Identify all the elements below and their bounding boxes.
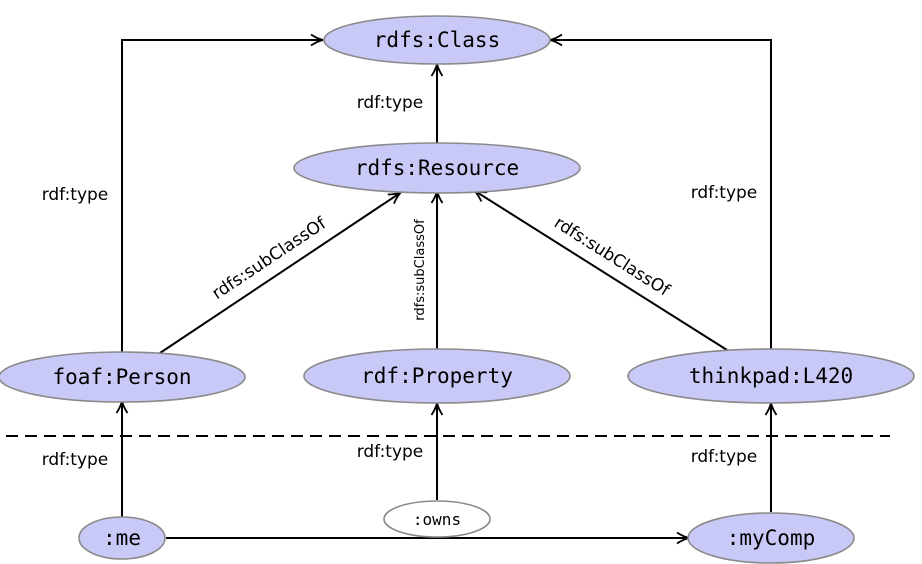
edge-label-me-type: rdf:type: [42, 450, 109, 470]
edge-thinkpad-to-class: [549, 33, 772, 350]
node-rdfs-class: rdfs:Class: [323, 15, 551, 65]
node-mycomp: :myComp: [687, 512, 855, 564]
edge-person-to-class: [121, 33, 324, 352]
edge-thinkpad-subclass-resource: [473, 189, 728, 351]
node-label: :myComp: [727, 526, 816, 550]
node-label: rdf:Property: [361, 364, 513, 388]
node-label: rdfs:Resource: [355, 156, 519, 180]
node-owns: :owns: [383, 500, 491, 538]
edge-label-mycomp-type: rdf:type: [691, 447, 758, 467]
node-rdfs-resource: rdfs:Resource: [293, 142, 581, 194]
node-label: thinkpad:L420: [689, 364, 853, 388]
node-label: foaf:Person: [52, 365, 191, 389]
edge-label-person-subclass: rdfs:subClassOf: [209, 213, 331, 304]
node-foaf-person: foaf:Person: [0, 351, 246, 403]
node-label: :me: [103, 526, 141, 550]
edge-person-subclass-resource: [159, 191, 402, 354]
node-thinkpad-l420: thinkpad:L420: [627, 348, 915, 404]
edge-label-owns-type: rdf:type: [357, 442, 424, 462]
node-label: rdfs:Class: [374, 28, 500, 52]
node-label: :owns: [413, 510, 461, 529]
edge-label-person-type: rdf:type: [42, 185, 109, 205]
edge-label-resource-type: rdf:type: [357, 93, 424, 113]
edge-label-property-subclass: rdfs:subClassOf: [413, 219, 428, 321]
edge-label-thinkpad-subclass: rdfs:subClassOf: [550, 213, 674, 301]
node-me: :me: [78, 516, 166, 560]
node-rdf-property: rdf:Property: [303, 348, 571, 404]
edge-label-thinkpad-type: rdf:type: [691, 183, 758, 203]
